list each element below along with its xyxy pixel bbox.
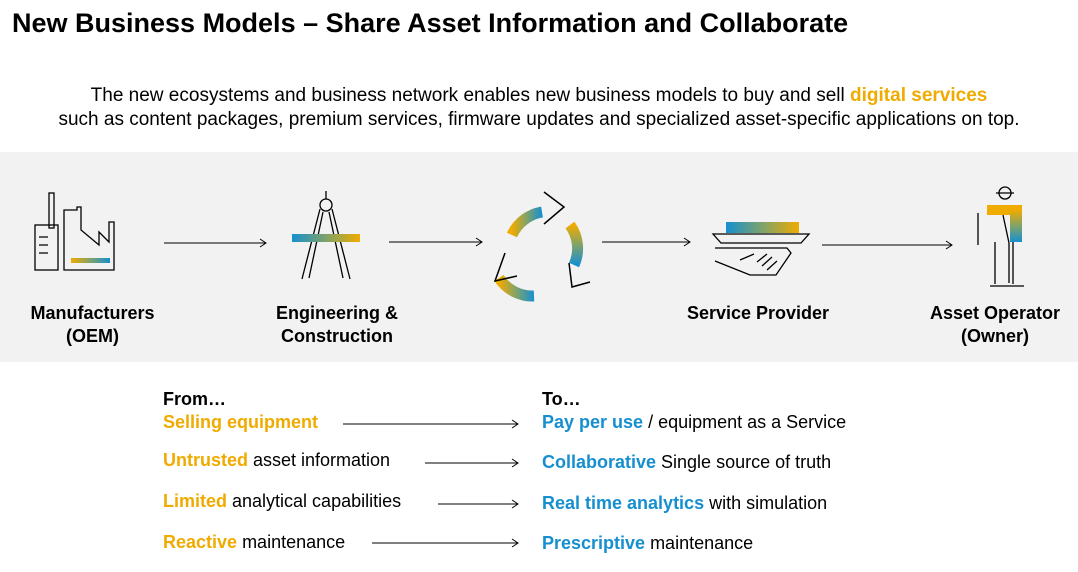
step-manufacturers: Manufacturers (OEM) [10,302,175,348]
step-label: (Owner) [960,326,1029,346]
factory-icon [34,192,115,271]
to-highlight: Collaborative [542,452,657,472]
step-service-provider: Service Provider [668,302,848,325]
step-label: Asset Operator [929,303,1061,323]
from-header: From… [163,389,226,409]
transition-arrows [343,419,519,548]
from-highlight: Limited [163,491,228,511]
cycle-arrows-icon [493,191,591,302]
from-highlight: Untrusted [163,450,248,470]
from-item: Selling equipment [163,412,318,433]
to-highlight: Prescriptive [542,533,646,553]
compass-icon [292,191,360,280]
intro-text: The new ecosystems and business network … [90,85,851,106]
to-text: / equipment as a Service [643,412,847,432]
to-item: Real time analytics with simulation [542,493,827,514]
intro-highlight: digital services [850,85,988,106]
page-title: New Business Models – Share Asset Inform… [12,8,849,38]
serving-hand-icon [711,222,811,276]
to-highlight: Real time analytics [542,493,705,513]
step-asset-operator: Asset Operator (Owner) [910,302,1078,348]
to-item: Collaborative Single source of truth [542,452,831,473]
to-header: To… [542,389,581,409]
step-label: Construction [281,326,393,346]
flow-arrows [164,237,953,250]
from-highlight: Reactive [163,532,238,552]
intro-line-2: such as content packages, premium servic… [58,109,1020,130]
from-text: asset information [248,450,391,470]
step-label: Manufacturers [30,303,155,323]
to-item: Prescriptive maintenance [542,533,753,554]
from-text: maintenance [237,532,346,552]
to-item: Pay per use / equipment as a Service [542,412,846,433]
to-text: with simulation [704,493,828,513]
arrow [389,237,483,247]
to-text: maintenance [645,533,754,553]
from-item: Limited analytical capabilities [163,491,401,512]
step-label: Engineering & [275,303,398,323]
to-text: Single source of truth [656,452,832,472]
from-highlight: Selling equipment [163,412,319,432]
worker-icon [977,186,1024,287]
intro-line-1: The new ecosystems and business network … [0,85,1078,107]
arrow [602,237,691,247]
arrow [822,240,953,250]
arrow [164,238,267,248]
to-highlight: Pay per use [542,412,644,432]
flow-band [0,152,1078,362]
step-engineering: Engineering & Construction [252,302,422,348]
from-item: Reactive maintenance [163,532,345,553]
from-item: Untrusted asset information [163,450,390,471]
step-label: (OEM) [66,326,119,346]
from-text: analytical capabilities [227,491,402,511]
step-label: Service Provider [686,303,830,323]
